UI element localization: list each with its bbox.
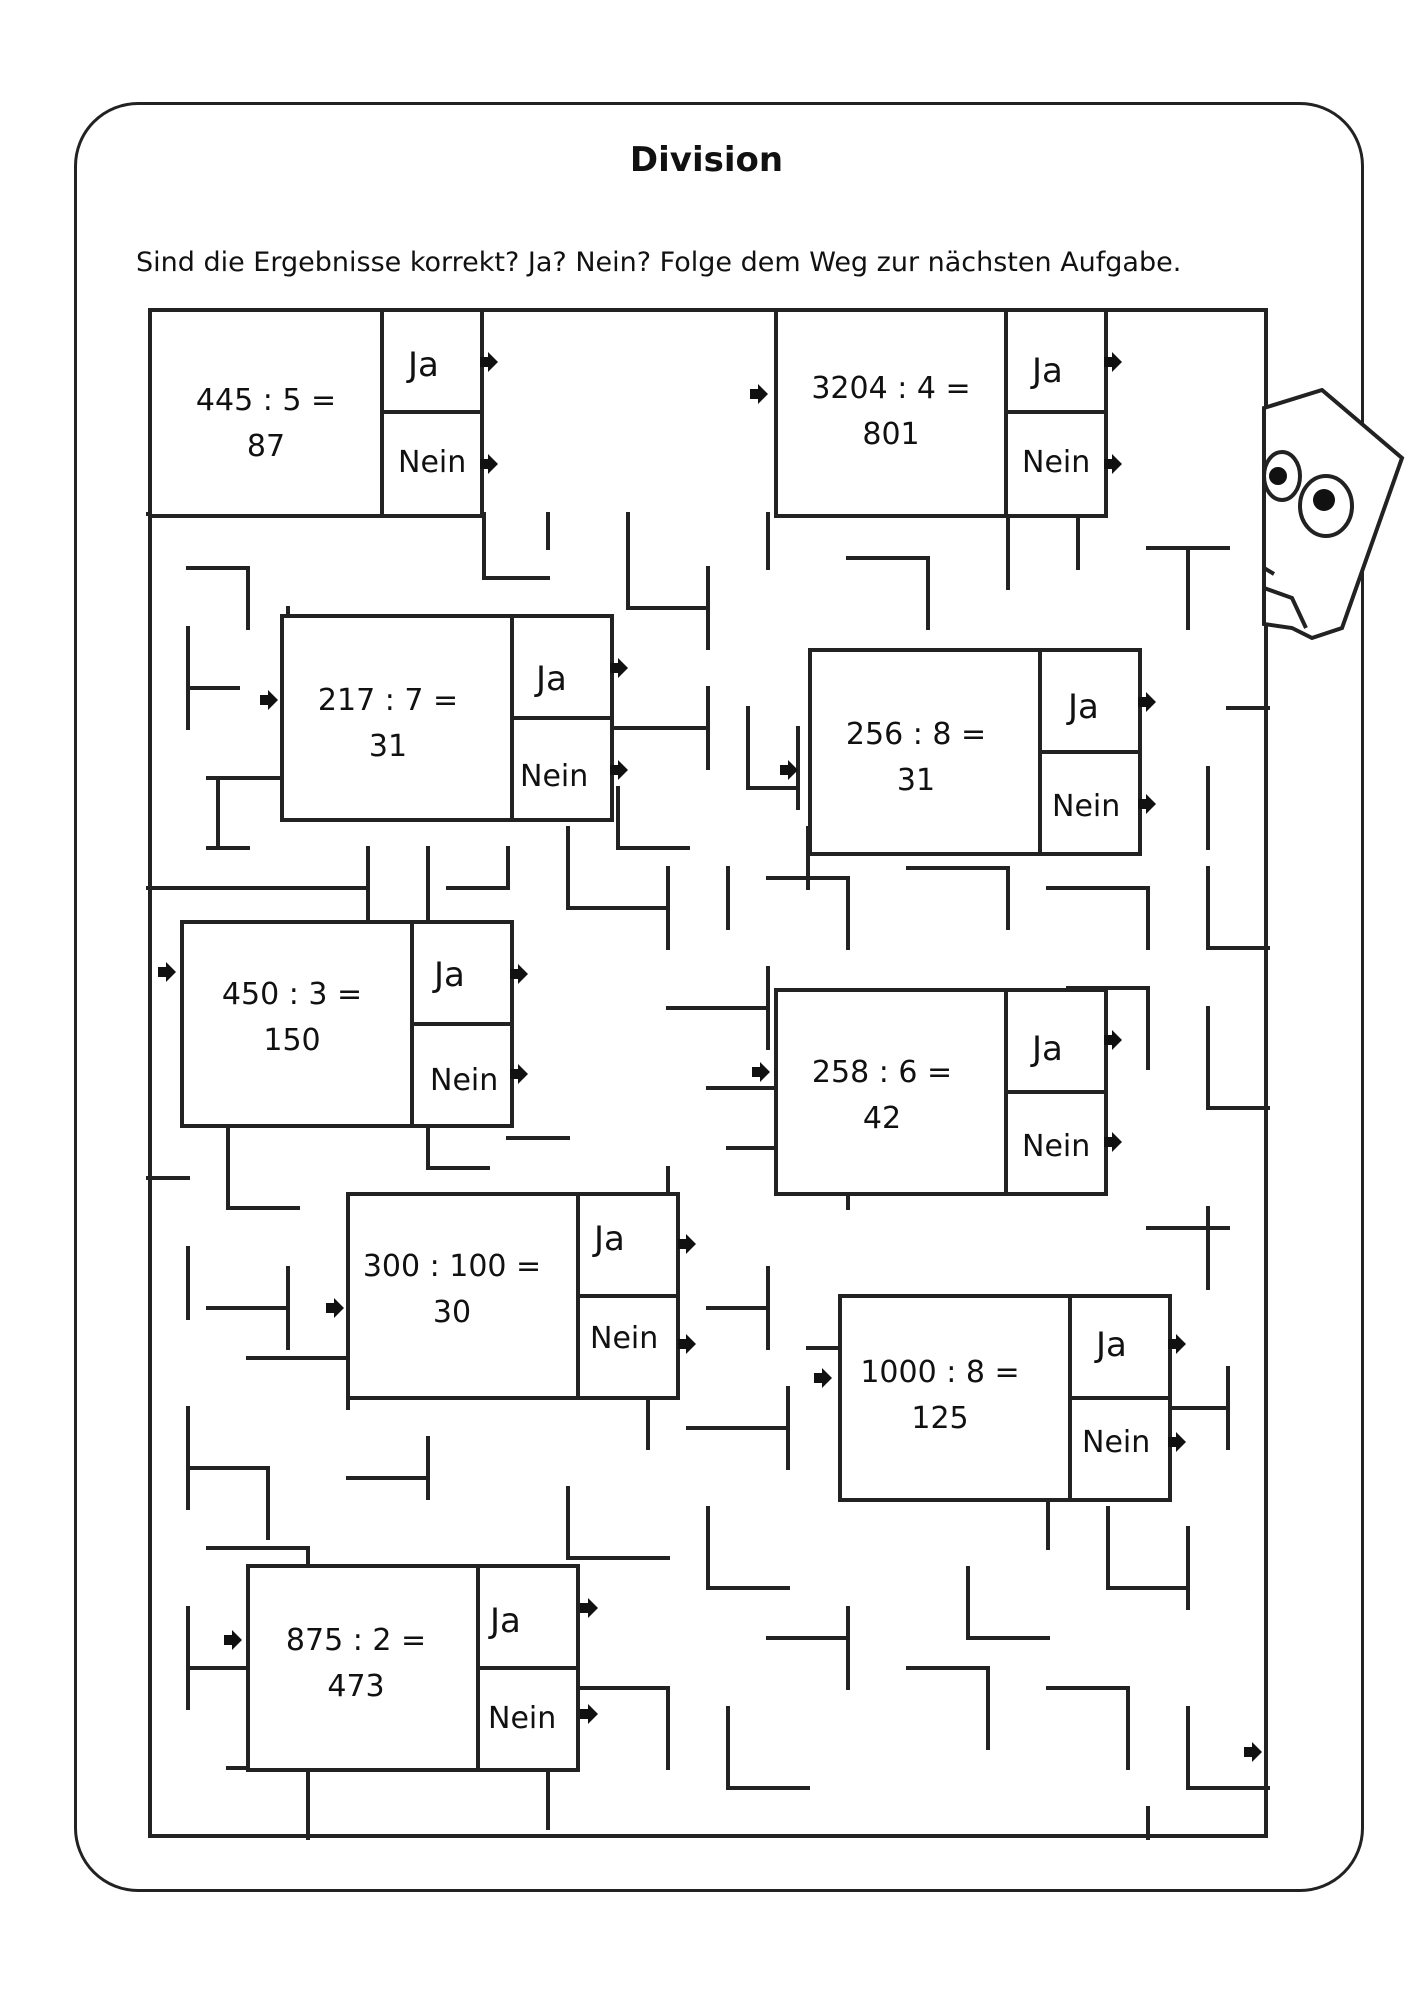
arrow-icon — [224, 1630, 242, 1650]
arrow-icon — [750, 384, 768, 404]
problem-1-task: 445 : 5 = — [196, 383, 336, 418]
arrow-icon — [814, 1368, 832, 1388]
room-875 — [246, 1564, 580, 1772]
page-title: Division — [629, 140, 784, 180]
arrow-icon — [580, 1704, 598, 1724]
arrow-icon — [580, 1598, 598, 1618]
problem-8-no: Nein — [1082, 1425, 1150, 1460]
problem-1-no: Nein — [398, 445, 466, 480]
problem-9-yes: Ja — [488, 1601, 521, 1641]
problem-1-yes: Ja — [406, 345, 439, 385]
problem-1-result: 87 — [247, 429, 285, 464]
problem-6-yes: Ja — [1030, 1029, 1063, 1069]
problem-7-result: 30 — [433, 1295, 471, 1330]
room-300 — [346, 1192, 680, 1400]
problem-4-result: 31 — [897, 763, 935, 798]
instruction-text: Sind die Ergebnisse korrekt? Ja? Nein? F… — [136, 247, 1182, 278]
room-256 — [808, 648, 1142, 856]
problem-6-no: Nein — [1022, 1129, 1090, 1164]
worksheet-frame — [74, 102, 1364, 1892]
arrow-icon — [752, 1062, 770, 1082]
problem-7-no: Nein — [590, 1321, 658, 1356]
problem-7-task: 300 : 100 = — [363, 1249, 541, 1284]
problem-5-yes: Ja — [432, 955, 465, 995]
problem-4-no: Nein — [1052, 789, 1120, 824]
room-258 — [774, 988, 1108, 1196]
problem-8-yes: Ja — [1094, 1325, 1127, 1365]
problem-9-task: 875 : 2 = — [286, 1623, 426, 1658]
problem-3-yes: Ja — [534, 659, 567, 699]
pencil-mascot-icon — [1262, 388, 1405, 641]
room-1000 — [838, 1294, 1172, 1502]
problem-2-task: 3204 : 4 = — [811, 371, 970, 406]
problem-2-no: Nein — [1022, 445, 1090, 480]
arrow-icon — [326, 1298, 344, 1318]
problem-3-no: Nein — [520, 759, 588, 794]
problem-5-no: Nein — [430, 1063, 498, 1098]
problem-4-yes: Ja — [1066, 687, 1099, 727]
problem-8-task: 1000 : 8 = — [860, 1355, 1019, 1390]
arrow-icon — [780, 760, 798, 780]
problem-2-result: 801 — [862, 417, 919, 452]
problem-4-task: 256 : 8 = — [846, 717, 986, 752]
problem-6-result: 42 — [863, 1101, 901, 1136]
problem-3-task: 217 : 7 = — [318, 683, 458, 718]
problem-2-yes: Ja — [1030, 351, 1063, 391]
maze: 445 : 5 = 87 Ja Nein 3204 : 4 = 801 Ja N… — [146, 308, 1270, 1840]
room-450 — [180, 920, 514, 1128]
arrow-icon — [1244, 1742, 1262, 1762]
arrow-icon — [678, 1234, 696, 1254]
room-445 — [148, 308, 484, 518]
problem-9-no: Nein — [488, 1701, 556, 1736]
arrow-icon — [678, 1334, 696, 1354]
room-217 — [280, 614, 614, 822]
arrow-icon — [260, 690, 278, 710]
problem-7-yes: Ja — [592, 1219, 625, 1259]
arrow-icon — [158, 962, 176, 982]
problem-3-result: 31 — [369, 729, 407, 764]
room-3204 — [774, 308, 1108, 518]
problem-8-result: 125 — [911, 1401, 968, 1436]
problem-9-result: 473 — [327, 1669, 384, 1704]
problem-5-task: 450 : 3 = — [222, 977, 362, 1012]
problem-5-result: 150 — [263, 1023, 320, 1058]
problem-6-task: 258 : 6 = — [812, 1055, 952, 1090]
